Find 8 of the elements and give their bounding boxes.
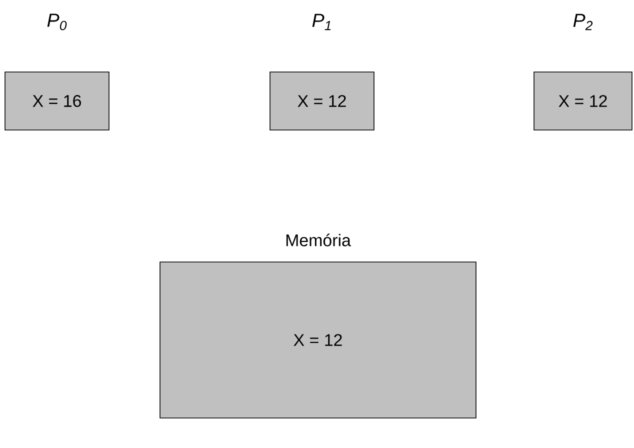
node-label: P$_{0}$ bbox=[47, 14, 67, 30]
node-label: P$_{2}$ bbox=[573, 14, 593, 30]
process-box: P$_{0}$ X = 16 bbox=[4, 14, 110, 130]
process-box: P$_{1}$ X = 12 bbox=[270, 14, 374, 130]
node-label: P$_{1}$ bbox=[312, 14, 331, 30]
memory-box: Memória X = 12 bbox=[160, 234, 476, 418]
process-box: P$_{2}$ X = 12 bbox=[534, 14, 632, 130]
node-label: Memória bbox=[286, 234, 351, 246]
